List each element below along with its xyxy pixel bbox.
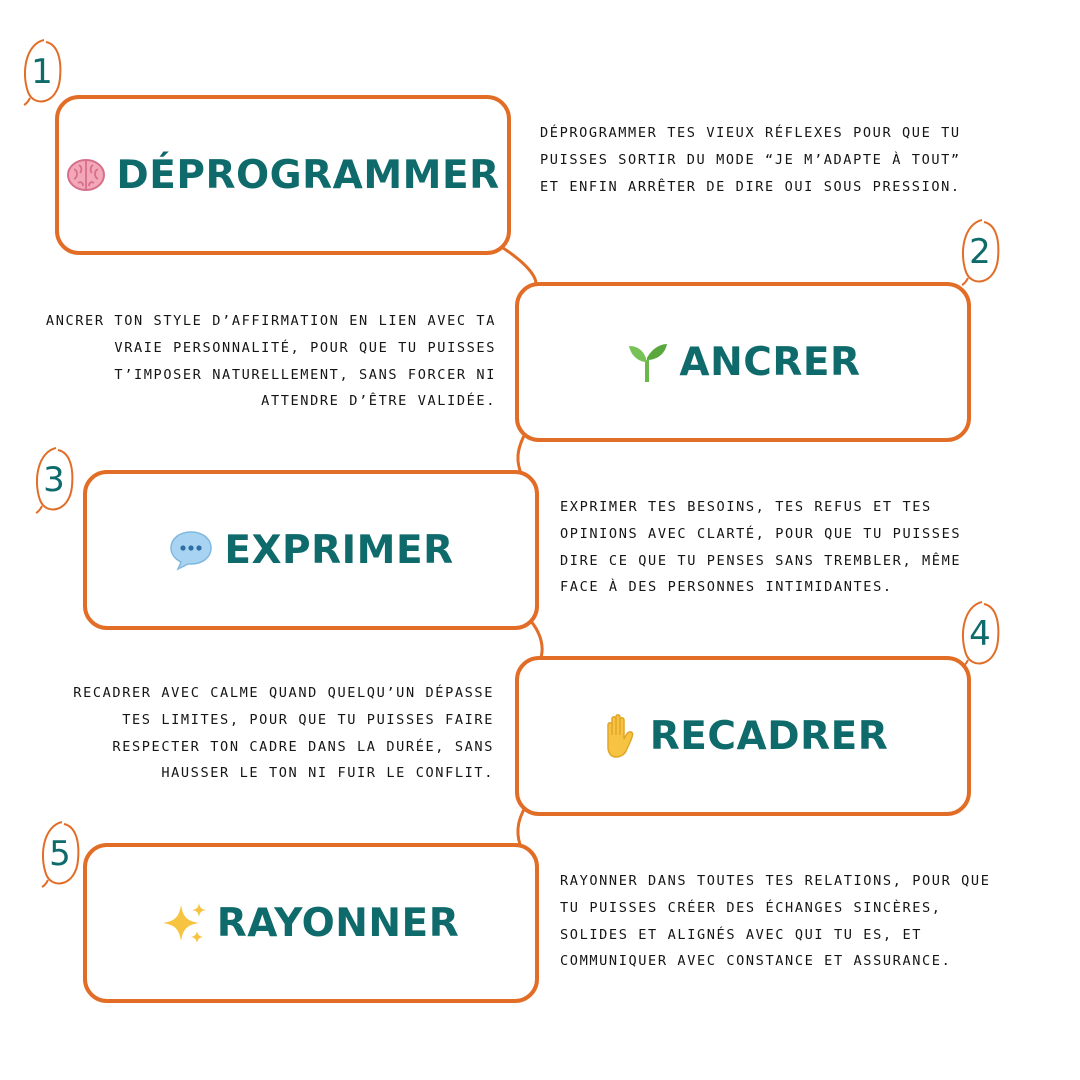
step-box-2: ANCRER (515, 282, 971, 442)
step-number-badge-4: 4 (958, 600, 1002, 668)
step-title: RECADRER (649, 713, 889, 759)
connector-3-4 (528, 619, 544, 661)
sparkles-icon (162, 901, 207, 945)
step-title: DÉPROGRAMMER (116, 152, 500, 198)
step-number: 3 (43, 460, 65, 500)
step-box-1: DÉPROGRAMMER (55, 95, 511, 255)
step-number-badge-1: 1 (20, 38, 64, 106)
step-box-4: RECADRER (515, 656, 971, 816)
step-description: Ancrer ton style d’affirmation en lien a… (45, 313, 496, 410)
step-description: Recadrer avec calme quand quelqu’un dépa… (73, 685, 494, 782)
step-number: 5 (49, 834, 71, 874)
seedling-icon (625, 340, 669, 384)
step-number: 1 (31, 52, 53, 92)
step-title: ANCRER (679, 339, 861, 385)
step-title: EXPRIMER (224, 527, 454, 573)
step-number-badge-3: 3 (32, 446, 76, 514)
connector-1-2 (499, 244, 538, 289)
step-box-5: RAYONNER (83, 843, 539, 1003)
step-number-badge-2: 2 (958, 218, 1002, 286)
step-number: 4 (969, 614, 991, 654)
raised-hand-icon (598, 713, 640, 759)
speech-bubble-icon (168, 529, 214, 571)
step-description: Rayonner dans toutes tes relations, pour… (560, 873, 991, 970)
step-number: 2 (969, 232, 991, 272)
brain-icon (66, 157, 106, 193)
step-title: RAYONNER (216, 900, 460, 946)
step-description: Exprimer tes besoins, tes refus et tes o… (560, 499, 962, 596)
step-description: Déprogrammer tes vieux réflexes pour que… (540, 125, 961, 195)
step-box-3: EXPRIMER (83, 470, 539, 630)
step-number-badge-5: 5 (38, 820, 82, 888)
